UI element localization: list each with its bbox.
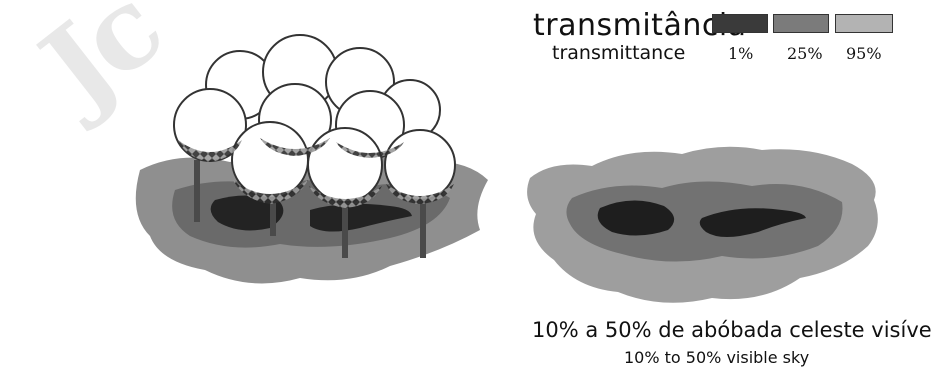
legend-swatch-95: [835, 14, 893, 33]
tree-crown: [385, 130, 455, 200]
transmittance-map: [522, 128, 890, 313]
legend-subtitle: transmittance: [552, 42, 685, 64]
tree-crown: [232, 122, 308, 198]
legend-swatch-1: [712, 14, 768, 33]
tree-crown: [308, 128, 382, 202]
legend-swatch-25: [773, 14, 829, 33]
tree-trunk: [420, 198, 426, 258]
tree-trunk: [194, 160, 200, 222]
tree-canopy-illustration: [120, 30, 500, 300]
legend-label-95: 95%: [846, 44, 882, 63]
legend-label-25: 25%: [787, 44, 823, 63]
map-dark-core: [598, 200, 674, 235]
caption-portuguese: 10% a 50% de abóbada celeste visível: [532, 318, 933, 342]
caption-english: 10% to 50% visible sky: [624, 348, 809, 367]
legend-label-1: 1%: [728, 44, 753, 63]
